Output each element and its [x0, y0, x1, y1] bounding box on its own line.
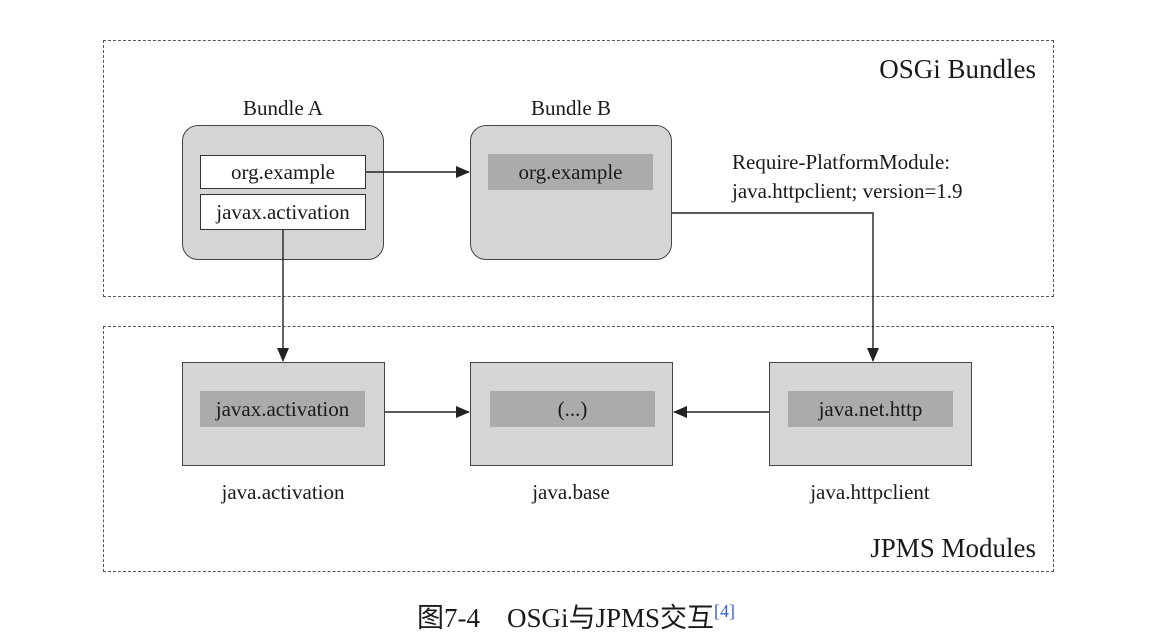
bundle-a-package-javax-activation: javax.activation: [200, 194, 366, 230]
bundle-a: [182, 125, 384, 260]
require-platform-module-line1: Require-PlatformModule:: [732, 150, 951, 174]
figure-caption: 图7-4 OSGi与JPMS交互[4]: [417, 596, 735, 635]
bundle-a-title: Bundle A: [243, 96, 323, 120]
module-java-httpclient-package: java.net.http: [788, 391, 953, 427]
bundle-a-package-org-example: org.example: [200, 155, 366, 189]
require-platform-module-line2: java.httpclient; version=1.9: [732, 179, 963, 203]
figure-caption-text: 图7-4 OSGi与JPMS交互: [416, 603, 715, 633]
osgi-bundles-label: OSGi Bundles: [879, 54, 1036, 84]
bundle-b-title: Bundle B: [531, 96, 611, 120]
bundle-b-package-org-example: org.example: [488, 154, 653, 190]
module-java-base-package: (...): [490, 391, 655, 427]
bundle-b: [470, 125, 672, 260]
figure-reference-link[interactable]: [4]: [714, 601, 736, 621]
osgi-bundles-region: [103, 40, 1054, 297]
jpms-modules-region: [103, 326, 1054, 572]
module-java-base-name: java.base: [532, 480, 610, 504]
module-java-activation-name: java.activation: [221, 480, 345, 504]
jpms-modules-label: JPMS Modules: [870, 533, 1036, 563]
module-java-httpclient-name: java.httpclient: [810, 480, 930, 504]
module-java-activation-package: javax.activation: [200, 391, 365, 427]
